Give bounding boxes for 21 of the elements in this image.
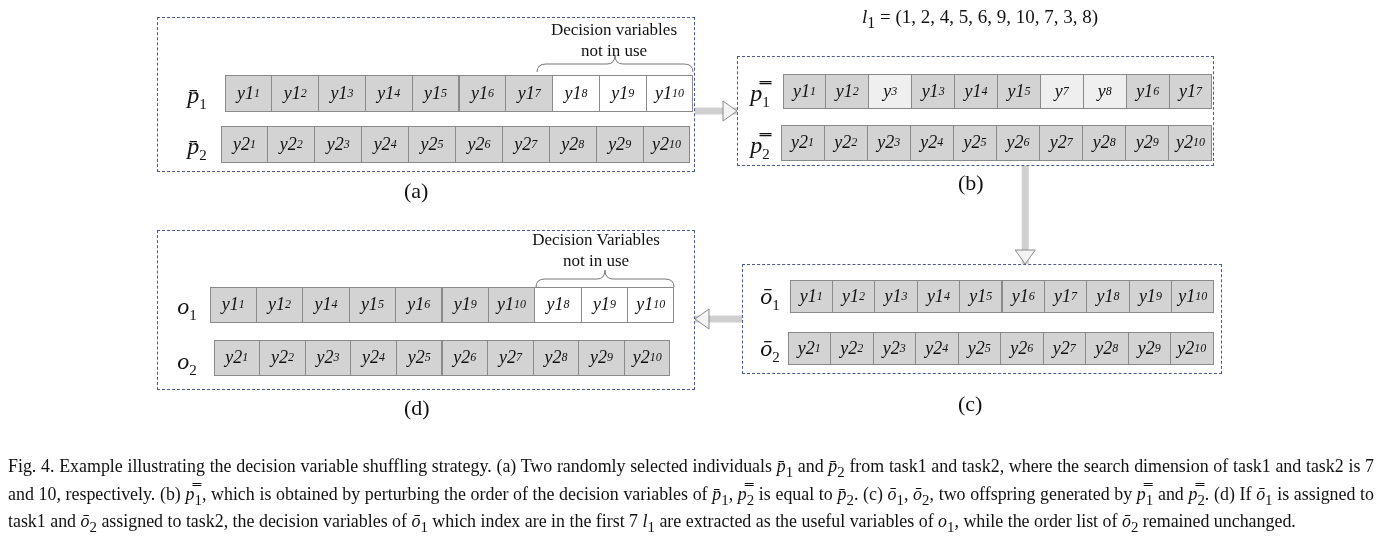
panel-label: (c): [958, 391, 983, 417]
dashed-panel: [157, 17, 695, 172]
figure-caption: Fig. 4. Example illustrating the decision variable shuffling strategy. (a) Two randomly selected individuals p̄$_{1}$ and p̄$_{2}$ from task1 and task2, where the search dimension of task1 and task2 is 7 and 10, respectively. (b) p̿$_{1}$, which is obtained by perturbing the order of the decision variables of p̄$_{1}$, p̿$_{2}$ is equal to p̄$_{2}$. (c) ō$_{1}$, ō$_{2}$, two offspring generated by p̿$_{1}$ and p̿$_{2}$. (d) If ō$_{1}$ is assigned to task1 and ō$_{2}$ assigned to task2, the decision variables of ō$_{1}$ which index are in the first 7 l$_{1}$ are extracted as the useful variables of o$_{1}$, while the order list of ō$_{2}$ remained unchanged.: [8, 455, 1374, 537]
row-label: ō$_{2}$: [760, 335, 780, 366]
dashed-panel: [737, 56, 1214, 166]
row-label: p̿$_{1}$: [750, 80, 770, 111]
dashed-panel: [157, 230, 695, 390]
dashed-panel: [742, 264, 1222, 374]
panel-label: (b): [958, 170, 984, 196]
block-arrow: [695, 100, 738, 122]
row-label: ō$_{1}$: [760, 283, 780, 314]
annotation: Decision Variables not in use: [531, 229, 661, 271]
row-label: p̄$_{1}$: [187, 82, 207, 113]
row-label: p̄$_{2}$: [187, 133, 207, 164]
annotation: Decision variables not in use: [549, 19, 678, 61]
panel-label: (a): [404, 178, 429, 204]
row-label: p̿$_{2}$: [750, 132, 770, 163]
row-label: o$_{2}$: [177, 348, 197, 379]
order-list: l$_{1}$ = (1, 2, 4, 5, 6, 9, 10, 7, 3, 8): [861, 6, 1099, 32]
panel-label: (d): [404, 395, 430, 421]
row-label: o$_{1}$: [177, 293, 197, 324]
